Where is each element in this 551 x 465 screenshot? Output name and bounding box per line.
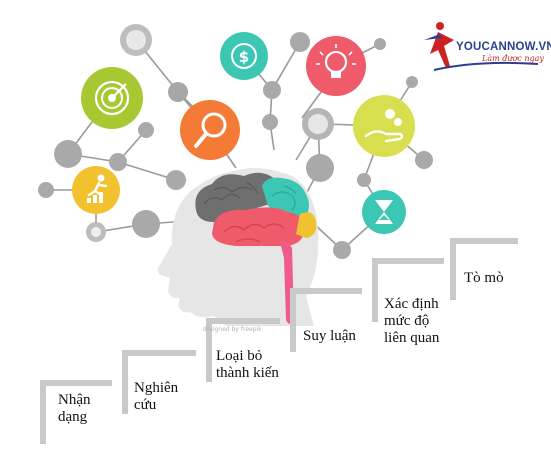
logo-name: YOUCANNOW.VN	[456, 41, 551, 53]
lightbulb-icon	[306, 36, 366, 96]
step-label-loai-bo-thanh-kien: Loại bỏ thành kiến	[216, 348, 279, 381]
step-label-nghien-cuu: Nghiên cứu	[134, 380, 179, 413]
runner-icon	[72, 166, 120, 214]
hourglass-icon	[362, 190, 406, 234]
magnifier-icon	[180, 100, 240, 160]
step-label-nhan-dang: Nhận dạng	[58, 392, 91, 425]
logo-figure-head	[436, 22, 444, 30]
watermark: designed by freepik	[202, 326, 262, 333]
youcannow-logo	[424, 22, 539, 71]
target-icon	[81, 67, 143, 129]
svg-text:$: $	[239, 48, 249, 66]
logo-tagline: Làm được ngay	[482, 54, 544, 63]
step-6	[450, 238, 518, 300]
dollar-icon: $	[220, 32, 268, 80]
hand-coins-icon	[353, 95, 415, 157]
step-label-suy-luan: Suy luận	[303, 328, 356, 344]
brain-illustration	[195, 172, 317, 324]
step-label-xac-dinh-muc-do-lien-quan: Xác định mức độ liên quan	[384, 296, 440, 346]
grey-nodes	[38, 24, 433, 259]
logo-figure-icon	[430, 32, 454, 68]
step-label-to-mo: Tò mò	[464, 270, 504, 286]
